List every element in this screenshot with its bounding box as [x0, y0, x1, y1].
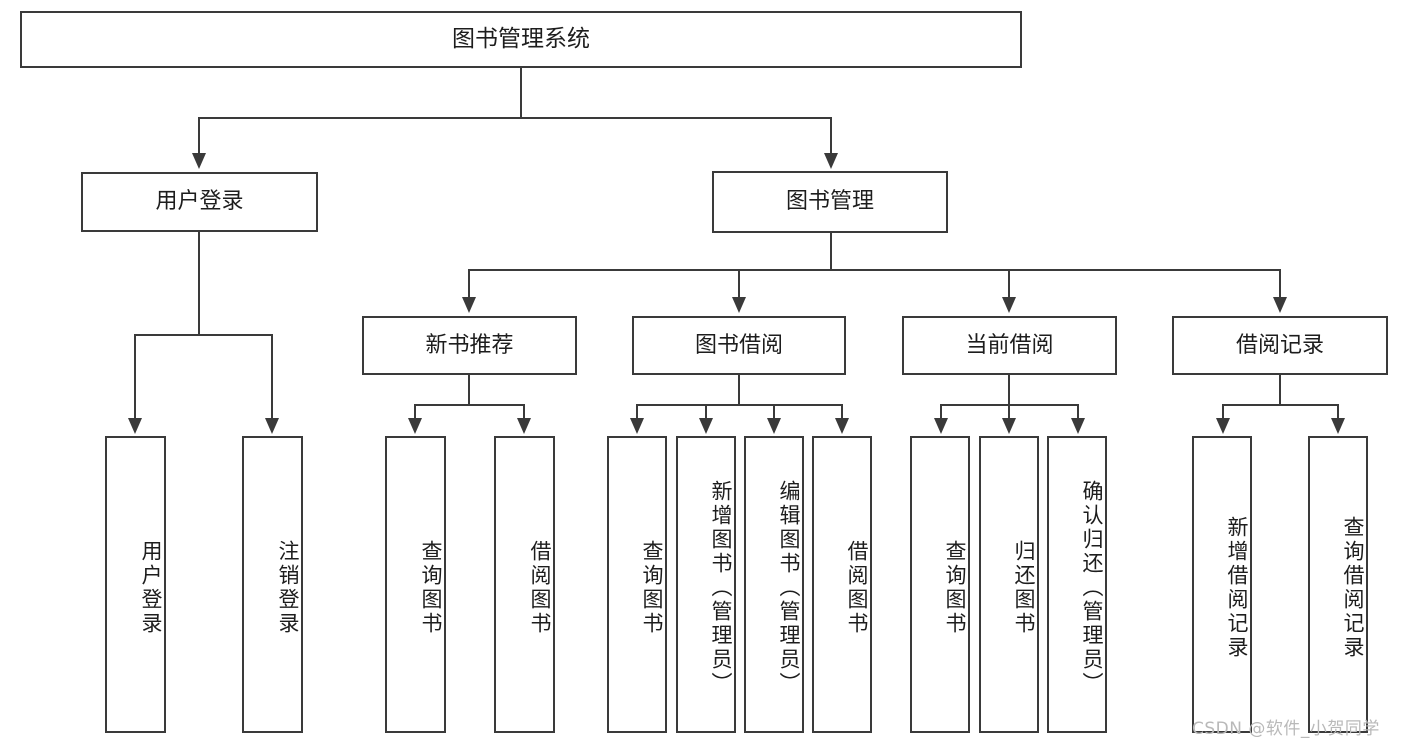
arrowhead-newbook-2	[517, 418, 531, 434]
arrowhead-userlogin-1	[128, 418, 142, 434]
connector-currentborrow-drop-3	[1077, 404, 1079, 420]
leaf-bookborrow-query-book[interactable]: 查询图书	[607, 436, 667, 733]
node-label: 确认归还（管理员）	[1080, 479, 1104, 696]
connector-userlogin-drop-2	[271, 334, 273, 420]
arrowhead-level3-1	[462, 297, 476, 313]
leaf-borrowrecord-add-record[interactable]: 新增借阅记录	[1192, 436, 1252, 733]
arrowhead-level3-2	[732, 297, 746, 313]
arrowhead-userlogin-2	[265, 418, 279, 434]
leaf-bookborrow-borrow-book[interactable]: 借阅图书	[812, 436, 872, 733]
node-label: 用户登录	[139, 539, 163, 636]
node-root-system[interactable]: 图书管理系统	[20, 11, 1022, 68]
arrowhead-currentborrow-3	[1071, 418, 1085, 434]
arrowhead-level2-1	[192, 153, 206, 169]
node-label: 查询图书	[943, 539, 967, 636]
connector-level2-drop-2	[830, 117, 832, 155]
node-label: 图书管理	[785, 189, 874, 215]
node-label: 查询图书	[640, 539, 664, 636]
node-label: 借阅图书	[528, 539, 552, 636]
leaf-currentborrow-query-book[interactable]: 查询图书	[910, 436, 970, 733]
connector-level3-drop-2	[738, 269, 740, 299]
connector-bookborrow-drop-1	[636, 404, 638, 420]
connector-borrowrecord-drop-1	[1222, 404, 1224, 420]
node-borrow-record[interactable]: 借阅记录	[1172, 316, 1388, 375]
connector-level3-drop-4	[1279, 269, 1281, 299]
arrowhead-borrowrecord-2	[1331, 418, 1345, 434]
leaf-bookborrow-edit-book-admin[interactable]: 编辑图书（管理员）	[744, 436, 804, 733]
arrowhead-currentborrow-2	[1002, 418, 1016, 434]
connector-level3-drop-1	[468, 269, 470, 299]
connector-borrowrecord-stem	[1279, 375, 1281, 405]
node-label: 当前借阅	[965, 332, 1054, 358]
connector-userlogin-bus	[134, 334, 272, 336]
connector-currentborrow-drop-1	[940, 404, 942, 420]
leaf-user-login[interactable]: 用户登录	[105, 436, 166, 733]
node-new-book-recommend[interactable]: 新书推荐	[362, 316, 577, 375]
node-label: 新增借阅记录	[1225, 515, 1249, 660]
arrowhead-bookborrow-3	[767, 418, 781, 434]
node-label: 编辑图书（管理员）	[777, 479, 801, 696]
connector-borrowrecord-bus	[1222, 404, 1338, 406]
connector-userlogin-drop-1	[134, 334, 136, 420]
node-label: 新增图书（管理员）	[709, 479, 733, 696]
connector-bookborrow-stem	[738, 375, 740, 405]
arrowhead-level3-3	[1002, 297, 1016, 313]
leaf-bookborrow-add-book-admin[interactable]: 新增图书（管理员）	[676, 436, 736, 733]
connector-bookborrow-bus	[636, 404, 842, 406]
arrowhead-bookborrow-4	[835, 418, 849, 434]
leaf-newbook-query-book[interactable]: 查询图书	[385, 436, 446, 733]
arrowhead-bookborrow-2	[699, 418, 713, 434]
node-label: 借阅图书	[845, 539, 869, 636]
arrowhead-level2-2	[824, 153, 838, 169]
connector-bookborrow-drop-2	[705, 404, 707, 420]
node-label: 图书管理系统	[452, 26, 590, 53]
connector-bookmgmt-stem	[830, 233, 832, 270]
arrowhead-level3-4	[1273, 297, 1287, 313]
leaf-newbook-borrow-book[interactable]: 借阅图书	[494, 436, 555, 733]
arrowhead-borrowrecord-1	[1216, 418, 1230, 434]
node-book-borrow[interactable]: 图书借阅	[632, 316, 846, 375]
connector-level2-bus	[198, 117, 832, 119]
connector-borrowrecord-drop-2	[1337, 404, 1339, 420]
connector-bookborrow-drop-4	[841, 404, 843, 420]
leaf-currentborrow-confirm-return-admin[interactable]: 确认归还（管理员）	[1047, 436, 1107, 733]
leaf-user-logout[interactable]: 注销登录	[242, 436, 303, 733]
node-label: 用户登录	[155, 189, 244, 215]
node-label: 借阅记录	[1235, 332, 1324, 358]
node-user-login[interactable]: 用户登录	[81, 172, 318, 232]
connector-currentborrow-stem	[1008, 375, 1010, 405]
connector-newbook-drop-1	[414, 404, 416, 420]
connector-root-stem	[520, 68, 522, 118]
arrowhead-newbook-1	[408, 418, 422, 434]
connector-newbook-bus	[414, 404, 524, 406]
connector-bookborrow-drop-3	[773, 404, 775, 420]
connector-level3-bus	[468, 269, 1280, 271]
node-label: 查询图书	[419, 539, 443, 636]
connector-newbook-drop-2	[523, 404, 525, 420]
node-current-borrow[interactable]: 当前借阅	[902, 316, 1117, 375]
connector-level2-drop-1	[198, 117, 200, 155]
node-label: 新书推荐	[425, 332, 514, 358]
node-label: 图书借阅	[694, 332, 783, 358]
node-label: 查询借阅记录	[1341, 515, 1365, 660]
node-label: 注销登录	[276, 539, 300, 636]
arrowhead-bookborrow-1	[630, 418, 644, 434]
connector-currentborrow-drop-2	[1008, 404, 1010, 420]
leaf-borrowrecord-query-record[interactable]: 查询借阅记录	[1308, 436, 1368, 733]
node-label: 归还图书	[1012, 539, 1036, 636]
leaf-currentborrow-return-book[interactable]: 归还图书	[979, 436, 1039, 733]
arrowhead-currentborrow-1	[934, 418, 948, 434]
node-book-management[interactable]: 图书管理	[712, 171, 948, 233]
connector-newbook-stem	[468, 375, 470, 405]
connector-level3-drop-3	[1008, 269, 1010, 299]
connector-userlogin-stem	[198, 232, 200, 335]
